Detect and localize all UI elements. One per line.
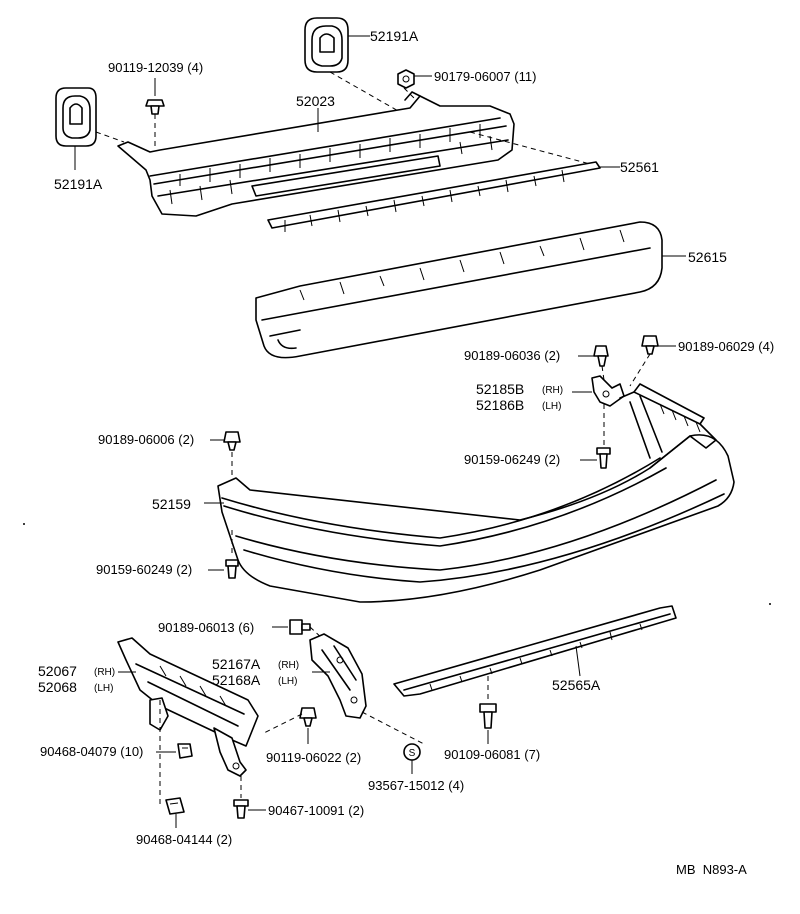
svg-text:90189-06013 (6): 90189-06013 (6) xyxy=(158,620,254,635)
qty-screw-lower: (2) xyxy=(348,803,364,818)
svg-text:90468-04079 (10): 90468-04079 (10) xyxy=(40,744,143,759)
dash-clip-right-b xyxy=(629,353,651,387)
screw-right-drawing xyxy=(596,447,611,469)
qty-clip-right-b: (4) xyxy=(758,339,774,354)
label-rivet: 93567-15012 xyxy=(368,778,445,793)
qty-screw-left: (2) xyxy=(176,562,192,577)
qty-screw-right: (2) xyxy=(544,452,560,467)
qty-nut-top: (11) xyxy=(514,69,536,84)
lead-strip-lower xyxy=(575,645,581,677)
bolt-lower-drawing xyxy=(479,703,497,729)
clip-lower-drawing xyxy=(299,707,317,727)
label-clip-left: 90189-06006 xyxy=(98,432,175,447)
qty-nut-lower: (10) xyxy=(120,744,143,759)
qty-bolt-lower: (7) xyxy=(524,747,540,762)
svg-text:90468-04144 (2): 90468-04144 (2) xyxy=(136,832,232,847)
label-support-rh: 52067 xyxy=(38,663,77,679)
label-strip-lower: 52565A xyxy=(552,677,601,693)
side-support-rh: (RH) xyxy=(94,667,115,678)
qty-clip-mid: (6) xyxy=(238,620,254,635)
clip-right-a-drawing xyxy=(593,345,609,367)
svg-text:90189-06036 (2): 90189-06036 (2) xyxy=(464,348,560,363)
qty-rivet: (4) xyxy=(448,778,464,793)
nut-top-drawing xyxy=(397,69,415,89)
svg-text:90159-06249 (2): 90159-06249 (2) xyxy=(464,452,560,467)
dash-clip-right-a xyxy=(601,365,605,381)
svg-text:90189-06029 (4): 90189-06029 (4) xyxy=(678,339,774,354)
side-retainer-rh: (RH) xyxy=(278,660,299,671)
label-nut-top: 90179-06007 xyxy=(434,69,511,84)
stray-dot xyxy=(23,523,25,525)
dash-clip-lower xyxy=(261,713,303,735)
dash-retainer xyxy=(361,711,425,745)
energy-absorber-drawing xyxy=(255,221,663,359)
label-clip-mid: 90189-06013 xyxy=(158,620,235,635)
nut-lower-drawing xyxy=(177,743,193,759)
s-marker-letter: S xyxy=(409,748,416,759)
dash-clip-mid xyxy=(309,626,325,641)
label-screw-lower: 90467-10091 xyxy=(268,803,345,818)
svg-text:90467-10091 (2): 90467-10091 (2) xyxy=(268,803,364,818)
strip-upper-drawing xyxy=(267,161,601,232)
label-clip-right-b: 90189-06029 xyxy=(678,339,755,354)
reinforcement-drawing xyxy=(117,91,515,217)
label-bolt-lower: 90109-06081 xyxy=(444,747,521,762)
strip-lower-drawing xyxy=(393,605,677,697)
label-energy-absorber: 52615 xyxy=(688,249,727,265)
clip-left-drawing xyxy=(223,431,241,451)
side-bracket-lh: (LH) xyxy=(542,401,561,412)
screw-lower-drawing xyxy=(233,799,249,819)
support-drawing xyxy=(117,637,259,777)
label-clip-lower: 90119-06022 xyxy=(266,750,342,765)
svg-text:90189-06006 (2): 90189-06006 (2) xyxy=(98,432,194,447)
label-nut-bottom: 90468-04144 xyxy=(136,832,213,847)
dash-grommet-top xyxy=(329,71,401,113)
svg-text:93567-15012 (4): 93567-15012 (4) xyxy=(368,778,464,793)
svg-text:90179-06007 (11): 90179-06007 (11) xyxy=(434,69,536,84)
label-bumper-cover: 52159 xyxy=(152,496,191,512)
qty-clip-lower: (2) xyxy=(345,750,361,765)
label-strip-upper: 52561 xyxy=(620,159,659,175)
qty-nut-bottom: (2) xyxy=(216,832,232,847)
nut-bottom-drawing xyxy=(165,797,185,815)
grommet-left-drawing xyxy=(55,87,97,147)
side-support-lh: (LH) xyxy=(94,683,113,694)
qty-clip-right-a: (2) xyxy=(544,348,560,363)
side-bracket-rh: (RH) xyxy=(542,385,563,396)
side-retainer-lh: (LH) xyxy=(278,676,297,687)
label-reinforcement: 52023 xyxy=(296,93,335,109)
dash-grommet-left xyxy=(95,131,125,143)
qty-clip-top: (4) xyxy=(187,60,203,75)
screw-left-drawing xyxy=(225,559,239,579)
svg-text:90119-12039 (4): 90119-12039 (4) xyxy=(108,60,203,75)
label-nut-lower: 90468-04079 xyxy=(40,744,117,759)
label-bracket-rh: 52185B xyxy=(476,381,524,397)
svg-text:90119-06022 (2): 90119-06022 (2) xyxy=(266,750,361,765)
label-bracket-lh: 52186B xyxy=(476,397,524,413)
label-clip-right-a: 90189-06036 xyxy=(464,348,541,363)
stray-dot xyxy=(769,603,771,605)
clip-mid-drawing xyxy=(289,619,311,635)
svg-text:90159-60249 (2): 90159-60249 (2) xyxy=(96,562,192,577)
label-screw-right: 90159-06249 xyxy=(464,452,541,467)
bumper-cover-drawing xyxy=(217,383,735,603)
grommet-top-drawing xyxy=(304,17,349,73)
dash-strip-upper xyxy=(469,131,591,165)
label-retainer-rh: 52167A xyxy=(212,656,261,672)
label-grommet-top: 52191A xyxy=(370,28,419,44)
qty-clip-left: (2) xyxy=(178,432,194,447)
svg-text:90109-06081 (7): 90109-06081 (7) xyxy=(444,747,540,762)
label-screw-left: 90159-60249 xyxy=(96,562,173,577)
clip-top-drawing xyxy=(145,99,165,115)
clip-right-b-drawing xyxy=(641,335,659,355)
label-retainer-lh: 52168A xyxy=(212,672,261,688)
retainer-drawing xyxy=(309,633,367,719)
label-clip-top: 90119-12039 xyxy=(108,60,184,75)
label-support-lh: 52068 xyxy=(38,679,77,695)
label-grommet-left: 52191A xyxy=(54,176,103,192)
bracket-drawing xyxy=(591,375,625,407)
diagram-code: MB N893-A xyxy=(676,862,747,877)
